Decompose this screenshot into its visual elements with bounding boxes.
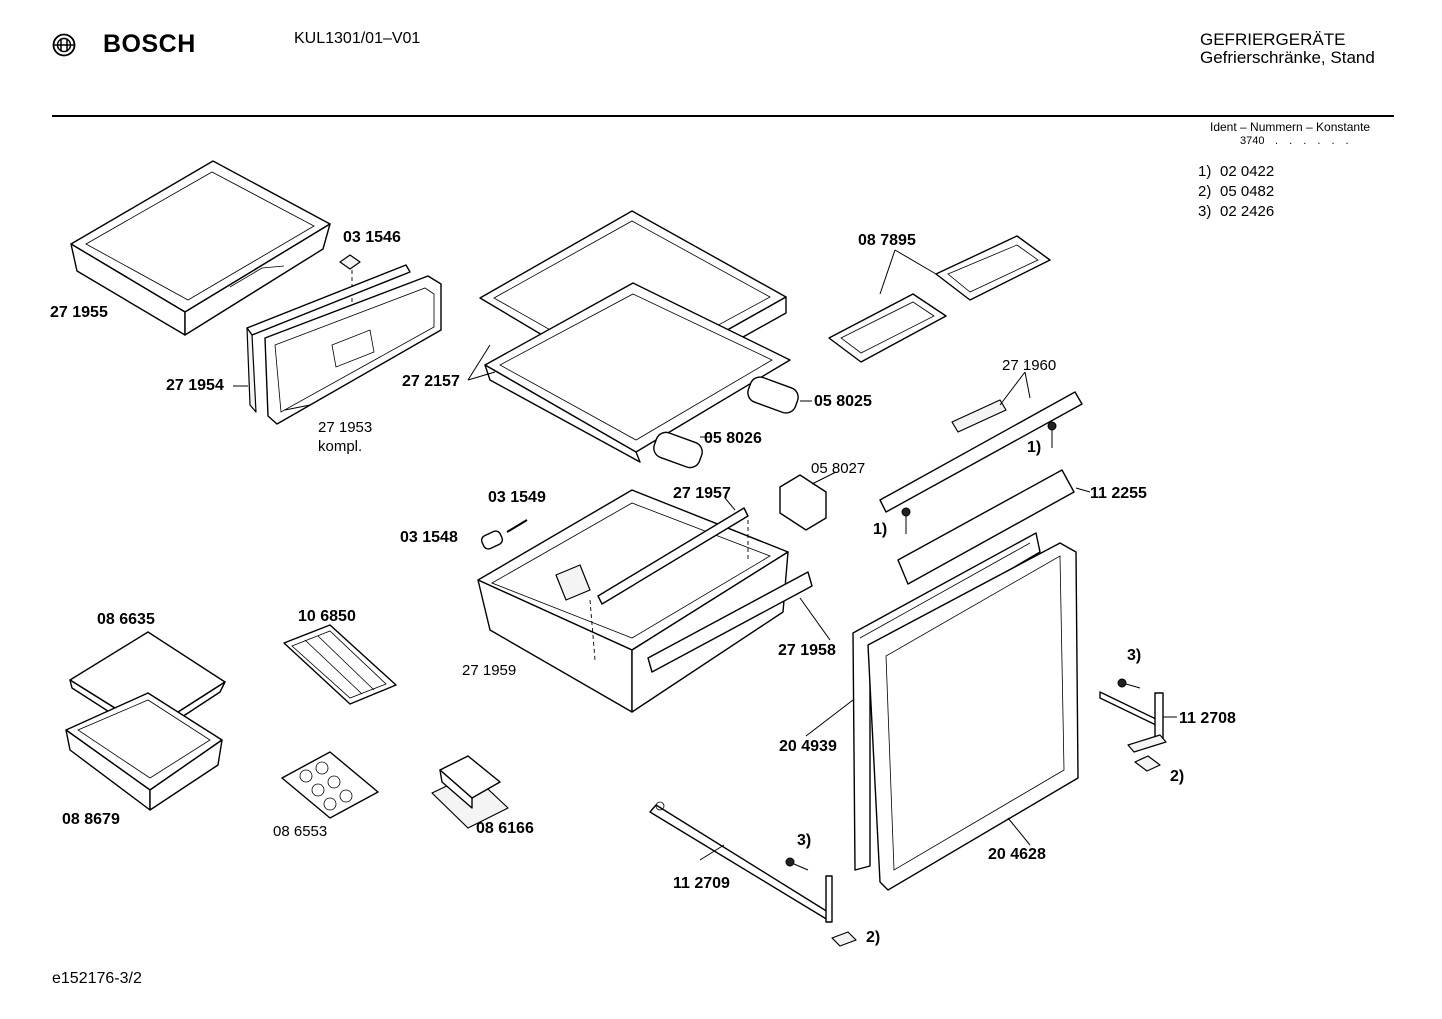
label-271955: 27 1955 — [50, 304, 108, 321]
ref-3-lower: 3) — [797, 832, 811, 849]
part-drawer-tray-271955[interactable] — [70, 160, 331, 336]
label-112709: 11 2709 — [673, 875, 730, 892]
ref-1-upper: 1) — [1027, 439, 1041, 456]
part-handle-058026[interactable] — [651, 430, 712, 471]
bosch-logo-icon — [52, 33, 76, 57]
label-086166: 08 6166 — [476, 820, 534, 837]
label-031546: 03 1546 — [343, 229, 401, 246]
footnote-item: 3) 02 2426 — [1198, 203, 1274, 220]
header-divider — [52, 115, 1394, 117]
label-086635: 08 6635 — [97, 611, 155, 628]
label-058027: 05 8027 — [811, 460, 865, 477]
part-ice-tray-106850[interactable] — [283, 624, 397, 705]
label-271960: 27 1960 — [1002, 357, 1056, 374]
label-204939: 20 4939 — [779, 738, 837, 755]
part-bar-271958[interactable] — [647, 571, 831, 673]
label-058026: 05 8026 — [704, 430, 762, 447]
ident-dots: . . . . . . — [1275, 135, 1353, 147]
part-bushing-031548[interactable] — [480, 529, 504, 550]
label-031548: 03 1548 — [400, 529, 458, 546]
footnote-item: 1) 02 0422 — [1198, 163, 1274, 180]
label-112708: 11 2708 — [1179, 710, 1236, 727]
label-031549: 03 1549 — [488, 489, 546, 506]
label-112255: 11 2255 — [1090, 485, 1147, 502]
part-butter-box-086166[interactable] — [431, 755, 509, 829]
label-272157: 27 2157 — [402, 373, 460, 390]
part-shelf-272157[interactable] — [467, 210, 791, 463]
model-number: KUL1301/01–V01 — [294, 30, 421, 47]
part-box-088679[interactable] — [65, 692, 223, 811]
category-title: GEFRIERGERÄTE — [1200, 30, 1346, 49]
part-rail-112255[interactable] — [897, 421, 1091, 585]
label-088679: 08 8679 — [62, 811, 120, 828]
label-106850: 10 6850 — [298, 608, 356, 625]
label-271953: 27 1953 — [318, 419, 372, 436]
label-271953-kompl: kompl. — [318, 438, 362, 455]
label-087895: 08 7895 — [858, 232, 916, 249]
footnote-value: 02 2426 — [1220, 203, 1275, 220]
label-058025: 05 8025 — [814, 393, 872, 410]
category-subtitle: Gefrierschränke, Stand — [1200, 48, 1375, 67]
label-271954: 27 1954 — [166, 377, 224, 394]
ident-value: 3740 — [1240, 135, 1265, 147]
part-bar-271957[interactable] — [597, 497, 749, 605]
ref-1-lower: 1) — [873, 521, 887, 538]
footnote-key: 3) — [1198, 203, 1212, 220]
ref-2-upper: 2) — [1170, 768, 1184, 785]
part-strip-271960[interactable] — [879, 371, 1083, 513]
part-container-087895[interactable] — [828, 235, 1051, 363]
label-086553: 08 6553 — [273, 823, 327, 840]
footnote-value: 02 0422 — [1220, 163, 1275, 180]
label-204628: 20 4628 — [988, 846, 1046, 863]
ref-2-lower: 2) — [866, 929, 880, 946]
label-271958: 27 1958 — [778, 642, 836, 659]
footnote-value: 05 0482 — [1220, 183, 1275, 200]
footnote-item: 2) 05 0482 — [1198, 183, 1274, 200]
part-door-204628[interactable] — [867, 542, 1079, 891]
part-drawer-271959[interactable] — [477, 489, 789, 713]
part-bracket-058027[interactable] — [779, 471, 837, 531]
ident-title: Ident – Nummern – Konstante — [1210, 120, 1371, 134]
brand-name: BOSCH — [103, 30, 196, 58]
part-hinge-112708[interactable] — [1099, 678, 1177, 772]
part-pin-031549[interactable] — [506, 519, 528, 533]
label-271957: 27 1957 — [673, 485, 731, 502]
part-egg-tray-086553[interactable] — [281, 751, 379, 819]
ref-3-upper: 3) — [1127, 647, 1141, 664]
document-id: e152176-3/2 — [52, 970, 142, 987]
label-271959: 27 1959 — [462, 662, 516, 679]
part-handle-058025[interactable] — [745, 374, 812, 416]
footnote-key: 1) — [1198, 163, 1212, 180]
footnote-key: 2) — [1198, 183, 1212, 200]
part-drawer-front-271953[interactable] — [233, 264, 442, 425]
part-lower-bar-112709[interactable] — [649, 801, 857, 947]
